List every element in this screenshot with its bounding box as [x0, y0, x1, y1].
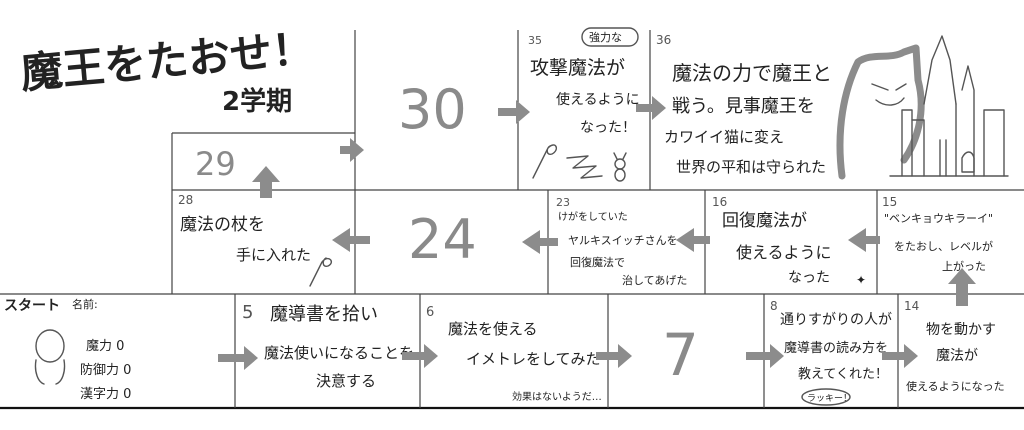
arrow-right-icon: [596, 344, 632, 368]
arrow-up-icon: [948, 268, 976, 306]
cell-35-line1: 攻撃魔法が: [530, 57, 625, 79]
arrow-right-icon: [340, 138, 364, 162]
cell-16: 16 回復魔法が 使えるように なった ✦: [712, 195, 866, 287]
cell-16-line1: 回復魔法が: [722, 211, 807, 231]
wand-doodle-icon: [532, 144, 558, 179]
demon-face-icon: [871, 83, 907, 106]
board-grid: [0, 30, 1024, 410]
cell-14-line1: 物を動かす: [926, 322, 996, 338]
cell-15-line1: "ベンキョウキラーイ": [884, 212, 993, 225]
cell-23-line1: けがをしていた: [558, 210, 628, 223]
castle-icon: [889, 35, 1009, 177]
cell-36-number: 36: [656, 33, 671, 47]
player-figure-icon: [34, 329, 66, 385]
cell-15-number: 15: [882, 195, 897, 209]
bug-creature-icon: [613, 152, 627, 182]
cell-5-line3: 決意する: [316, 372, 376, 390]
cell-5-line2: 魔法使いになることを: [264, 344, 414, 362]
cell-8-line2: 魔導書の読み方を: [784, 340, 888, 356]
cell-14-line3: 使えるようになった: [906, 380, 1005, 393]
cell-7-number: 7: [662, 321, 699, 389]
cell-36-line4: 世界の平和は守られた: [676, 158, 826, 176]
cell-15-line2: をたおし、レベルが: [894, 239, 993, 253]
lucky-bubble: [801, 388, 851, 406]
cell-8: 8 通りすがりの人が 魔導書の読み方を 教えてくれた！ ラッキー！: [770, 299, 892, 406]
arrow-right-icon: [746, 344, 784, 368]
magic-staff-icon: [309, 257, 332, 287]
cell-28: 28 魔法の杖を 手に入れた: [178, 193, 332, 287]
cell-14-line2: 魔法が: [936, 348, 978, 364]
cell-28-number: 28: [178, 193, 193, 207]
arrow-left-icon: [332, 228, 370, 252]
arrow-left-icon: [848, 228, 880, 252]
cell-28-line1: 魔法の杖を: [180, 215, 265, 235]
cell-16-line3: なった: [788, 270, 830, 286]
cell-5-number: 5: [242, 302, 253, 323]
cell-35: 35 強力な 攻撃魔法が 使えるように なった！: [528, 27, 640, 182]
cell-16-number: 16: [712, 195, 727, 209]
arrow-right-icon: [882, 344, 918, 368]
cell-15: 15 "ベンキョウキラーイ" をたおし、レベルが 上がった: [882, 195, 993, 273]
name-label: 名前:: [72, 297, 98, 311]
cell-36-line2: 戦う。見事魔王を: [672, 96, 815, 117]
arrow-left-icon: [522, 230, 558, 254]
title-sub: 2学期: [222, 86, 292, 117]
cell-14-number: 14: [904, 299, 919, 313]
stat-kanji: 漢字力 0: [80, 387, 131, 402]
cell-15-line3: 上がった: [942, 259, 986, 273]
arrow-right-icon: [498, 100, 530, 124]
start-label: スタート: [4, 298, 60, 314]
cell-23-number: 23: [556, 196, 570, 209]
cell-6-line1: 魔法を使える: [448, 320, 538, 338]
cell-8-line3: 教えてくれた！: [798, 366, 888, 382]
path-arrows: [218, 96, 976, 370]
sparkle-icon: ✦: [856, 273, 866, 287]
cell-16-line2: 使えるように: [736, 243, 832, 262]
start-cell: スタート 名前: 魔力 0 防御力 0 漢字力 0: [4, 297, 131, 402]
cell-35-bubble: 強力な: [589, 31, 622, 44]
cell-6-line2: イメトレをしてみた: [466, 350, 601, 368]
cell-23-line3: 回復魔法で: [570, 255, 625, 269]
stat-defense: 防御力 0: [80, 362, 131, 378]
arrow-up-icon: [252, 166, 280, 198]
cell-8-bubble: ラッキー！: [807, 393, 852, 404]
strong-bubble: [581, 27, 639, 47]
arrow-right-icon: [218, 346, 258, 370]
arrow-right-icon: [402, 344, 438, 368]
cell-5: 5 魔導書を拾い 魔法使いになることを 決意する: [242, 302, 414, 390]
cell-6-number: 6: [426, 305, 434, 320]
title: 魔王をたおせ！ 2学期: [19, 24, 316, 117]
cell-29-number: 29: [195, 145, 236, 183]
cell-24-number: 24: [408, 208, 477, 271]
cell-23-line2: ヤルキスイッチさんを: [568, 234, 678, 247]
cell-8-number: 8: [770, 299, 778, 313]
cell-6: 6 魔法を使える イメトレをしてみた 効果はないようだ…: [426, 305, 602, 403]
cell-36: 36 魔法の力で魔王と 戦う。見事魔王を カワイイ猫に変え 世界の平和は守られた: [656, 33, 1009, 180]
cell-35-number: 35: [528, 34, 542, 47]
demon-king-cat-icon: [836, 44, 925, 180]
cell-5-line1: 魔導書を拾い: [270, 304, 378, 325]
arrow-left-icon: [676, 228, 710, 252]
cell-36-line1: 魔法の力で魔王と: [672, 61, 832, 85]
cell-35-line2: 使えるように: [556, 91, 640, 108]
cell-30-number: 30: [398, 78, 467, 141]
cell-23: 23 けがをしていた ヤルキスイッチさんを 回復魔法で 治してあげた: [556, 196, 687, 287]
lightning-icon: [566, 155, 603, 179]
arrow-right-icon: [636, 96, 666, 120]
cell-23-line4: 治してあげた: [622, 273, 687, 287]
cell-14: 14 物を動かす 魔法が 使えるようになった: [904, 299, 1005, 393]
stat-magic: 魔力 0: [86, 339, 124, 354]
cell-35-line3: なった！: [580, 120, 636, 136]
cell-8-line1: 通りすがりの人が: [780, 312, 892, 328]
cell-6-note: 効果はないようだ…: [512, 390, 602, 403]
cell-28-line2: 手に入れた: [236, 246, 311, 264]
cell-36-line3: カワイイ猫に変え: [664, 128, 784, 146]
